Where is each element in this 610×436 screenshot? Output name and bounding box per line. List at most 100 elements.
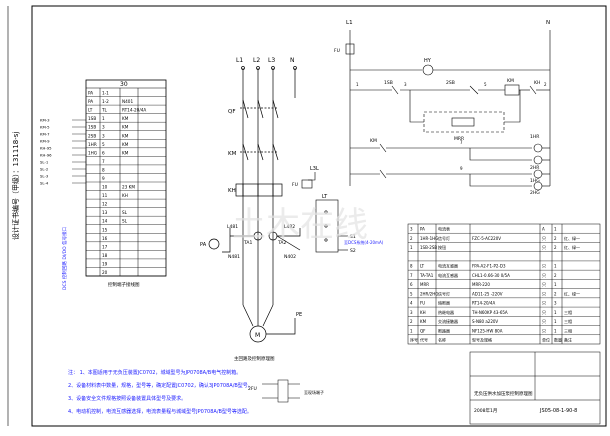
terminal-cell: KM xyxy=(122,116,129,121)
bom-cell: 信号灯 xyxy=(438,290,450,296)
terminal-cell: KM xyxy=(122,133,129,138)
drawing-date: 2008年1月 xyxy=(474,407,497,414)
pa-label: PA xyxy=(200,242,207,248)
wire-l481: L481 xyxy=(227,224,238,230)
terminal-cell: PA xyxy=(88,91,93,96)
bom-cell: FZC-5-AC220V xyxy=(472,236,501,241)
bom-cell: QF xyxy=(420,328,426,333)
terminal-cell: PA xyxy=(88,99,93,104)
terminal-wire-label: KM-9 xyxy=(40,139,50,144)
bom-cell: MRR xyxy=(420,282,429,287)
bom-cell: 2 xyxy=(410,236,413,241)
bom-cell: 热继电器 xyxy=(438,309,454,315)
bom-cell: 2HR/2HG xyxy=(420,291,438,296)
bom-cell: 电流互感器 xyxy=(438,272,458,278)
terminal-cell: SL xyxy=(122,210,128,215)
node-7: 7 xyxy=(460,140,463,145)
fragment-label: 2FU xyxy=(248,386,257,392)
node-3: 3 xyxy=(404,82,407,87)
terminal-cell: 1HR xyxy=(88,142,97,147)
phase-n: N xyxy=(290,57,295,64)
terminal-cell: 5 xyxy=(102,142,105,147)
bom-cell: 名称 xyxy=(438,337,446,343)
terminal-cell: KM xyxy=(122,142,129,147)
phase-l1: L1 xyxy=(236,57,243,64)
side-title: 设计证书编号（甲级）：131118-sj xyxy=(11,132,20,240)
bom-cell: 1 xyxy=(410,245,413,250)
bom-cell: 三相 xyxy=(564,309,572,315)
fu-label: FU xyxy=(292,182,298,188)
node-2: 2 xyxy=(544,82,547,87)
notes: 注： 1、本图适用于无负压装置JC0702，城域型号为JP0708A/B电气控制… xyxy=(68,369,253,415)
bom-cell: 序号 xyxy=(410,337,418,343)
lt-label: LT xyxy=(322,194,328,200)
drawing-frame xyxy=(31,5,607,427)
ctrl-n-label: N xyxy=(546,20,550,26)
bom-cell: 2 xyxy=(554,236,557,241)
bom-cell: 单位 xyxy=(542,337,550,343)
terminal-cell: 11 xyxy=(102,193,108,198)
bom-cell: 1 xyxy=(554,282,557,287)
bom-cell: FPA-A2-F1-P2-D3 xyxy=(472,264,506,269)
terminal-cell: 1-1 xyxy=(102,91,109,96)
bom-cell: NF125-HW 80A xyxy=(472,328,503,333)
motor-label: M xyxy=(255,332,260,339)
bom-cell: 红、绿一 xyxy=(564,244,580,250)
bom-cell: 红、绿一 xyxy=(564,235,580,241)
wire-l482: L482 xyxy=(284,224,295,230)
s1-label: S1 xyxy=(350,234,356,240)
terminal-cell: KM xyxy=(122,125,129,130)
sb2-label: 2SB xyxy=(446,80,455,86)
bom-cell: 电流表 xyxy=(438,226,450,232)
terminal-cell: 1-2 xyxy=(102,99,109,104)
km-coil-label: KM xyxy=(507,78,514,84)
terminal-cell: 20 xyxy=(102,270,108,275)
bom-cell: 只 xyxy=(542,328,546,333)
bom-cell: 7 xyxy=(410,273,413,278)
bom-cell: 只 xyxy=(542,273,546,278)
bom-cell: 只 xyxy=(542,291,546,296)
terminal-cell: 1SB xyxy=(88,116,96,121)
bom-cell: 1 xyxy=(554,227,557,232)
node-5: 5 xyxy=(484,82,487,87)
main-circuit: L1 L2 L3 N QF KM KH TA1 TA2 PA L481 N481… xyxy=(200,57,302,362)
title-block: 无负压供水加压泵控制原理图 2008年1月 JS05-08-1-90-8 xyxy=(469,351,601,425)
bom-cell: 4 xyxy=(410,301,413,306)
note-1: 注： 1、本图适用于无负压装置JC0702，城域型号为JP0708A/B电气控制… xyxy=(68,369,241,376)
terminal-cell: 1 xyxy=(102,116,105,121)
terminal-cell: 7 xyxy=(102,159,105,164)
main-caption: 主回路及控制原理图 xyxy=(234,355,275,362)
bom-cell: 断路器 xyxy=(438,327,450,333)
bom-cell: TH-N60KP 43-65A xyxy=(471,310,508,315)
ta2-label: TA2 xyxy=(277,240,286,246)
terminal-cell: 3 xyxy=(102,133,105,138)
svg-text:设计证书编号（甲级）：131118-sj: 设计证书编号（甲级）：131118-sj xyxy=(11,132,20,240)
terminal-wire-label: SL-4 xyxy=(40,181,49,186)
km-aux-label: KM xyxy=(370,138,377,144)
terminal-cell: 1HG xyxy=(88,150,97,155)
bom-cell: 只 xyxy=(542,301,546,306)
sb1-label: 1SB xyxy=(384,80,393,86)
bom-cell: 2 xyxy=(554,245,557,250)
terminal-wire-label: KM-5 xyxy=(40,125,50,130)
terminal-cell: 16 xyxy=(102,236,108,241)
bom-cell: 3 xyxy=(554,301,557,306)
terminal-cell: LT xyxy=(88,108,93,113)
bom-cell: 按钮 xyxy=(438,244,446,250)
bom-cell: FU xyxy=(420,301,425,306)
level-transmitter: L3L FU LT S1 S2 至DCS系统(4-20mA) xyxy=(292,166,384,254)
drawing-number: JS05-08-1-90-8 xyxy=(539,408,577,414)
terminal-cell: KH xyxy=(122,193,128,198)
km-label: KM xyxy=(228,151,237,157)
bom-cell: 5 xyxy=(410,291,413,296)
bom-cell: TA-TA1 xyxy=(419,273,434,278)
bom-cell: 1 xyxy=(554,319,557,324)
node-9: 9 xyxy=(460,166,463,171)
terminal-cell: 8 xyxy=(102,167,105,172)
terminal-wire-label: SL-3 xyxy=(40,174,49,179)
l3l-label: L3L xyxy=(310,166,319,172)
phase-l3: L3 xyxy=(268,57,275,64)
terminal-cell: 6 xyxy=(102,150,105,155)
